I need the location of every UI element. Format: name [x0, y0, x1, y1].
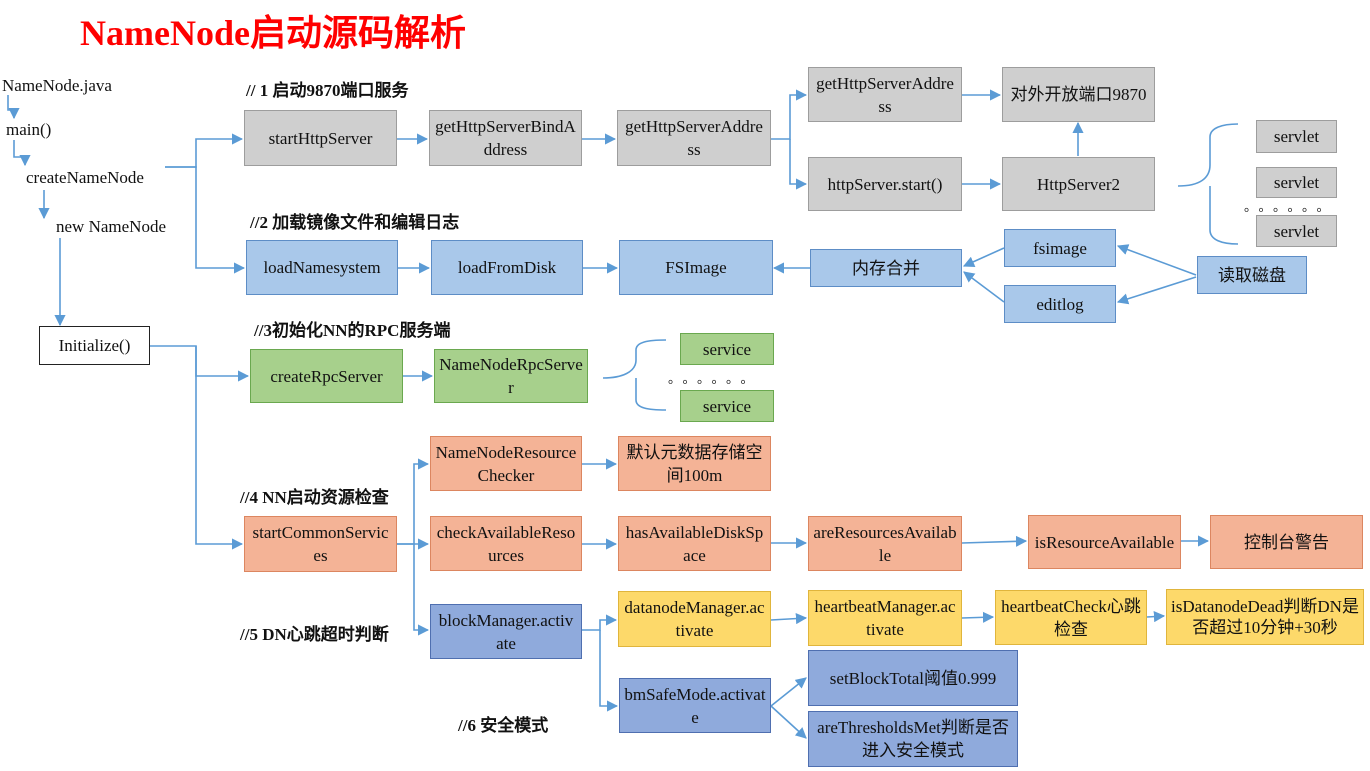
set-block-total-box: setBlockTotal阈值0.999 [808, 650, 1018, 706]
get-http-server-bind-address-box: getHttpServerBindAddress [429, 110, 582, 166]
new-namenode-label: new NameNode [56, 217, 166, 236]
are-resources-available-box: areResourcesAvailable [808, 516, 962, 571]
read-disk-box: 读取磁盘 [1197, 256, 1307, 294]
section-5-heading: //5 DN心跳超时判断 [240, 625, 389, 644]
http-server2-box: HttpServer2 [1002, 157, 1155, 211]
section-3-heading: //3初始化NN的RPC服务端 [254, 321, 451, 340]
initialize-box: Initialize() [39, 326, 150, 365]
load-from-disk-box: loadFromDisk [431, 240, 583, 295]
are-thresholds-met-box: areThresholdsMet判断是否进入安全模式 [808, 711, 1018, 767]
has-available-disk-space-box: hasAvailableDiskSpace [618, 516, 771, 571]
resource-checker-box: NameNodeResourceChecker [430, 436, 582, 491]
service-box-2: service [680, 390, 774, 422]
namenode-java-label: NameNode.java [2, 76, 112, 95]
datanode-manager-activate-box: datanodeManager.activate [618, 591, 771, 647]
load-namesystem-box: loadNamesystem [246, 240, 398, 295]
default-space-box: 默认元数据存储空间100m [618, 436, 771, 491]
heartbeat-manager-activate-box: heartbeatManager.activate [808, 590, 962, 646]
namenode-rpc-server-box: NameNodeRpcServer [434, 349, 588, 403]
service-ellipsis: 。。。。。。 [668, 371, 762, 386]
section-4-heading: //4 NN启动资源检查 [240, 488, 389, 507]
check-available-resources-box: checkAvailableResources [430, 516, 582, 571]
servlet-box-1: servlet [1256, 120, 1337, 153]
create-rpc-server-box: createRpcServer [250, 349, 403, 403]
heartbeat-check-box: heartbeatCheck心跳检查 [995, 590, 1147, 645]
get-http-server-address-upper-box: getHttpServerAddress [808, 67, 962, 122]
servlet-box-2: servlet [1256, 167, 1337, 198]
create-namenode-label: createNameNode [26, 168, 144, 187]
servlet-box-3: servlet [1256, 215, 1337, 247]
http-server-start-box: httpServer.start() [808, 157, 962, 211]
start-http-server-box: startHttpServer [244, 110, 397, 166]
servlet-ellipsis: 。。。。。。 [1244, 199, 1338, 214]
is-resource-available-box: isResourceAvailable [1028, 515, 1181, 569]
page-title: NameNode启动源码解析 [80, 13, 466, 53]
datanode-dead-box: isDatanodeDead判断DN是否超过10分钟+30秒 [1166, 589, 1364, 645]
console-warning-box: 控制台警告 [1210, 515, 1363, 569]
block-manager-activate-box: blockManager.activate [430, 604, 582, 659]
section-1-heading: // 1 启动9870端口服务 [246, 81, 409, 100]
fsimage-file-box: fsimage [1004, 229, 1116, 267]
section-2-heading: //2 加载镜像文件和编辑日志 [250, 213, 460, 232]
get-http-server-address-box: getHttpServerAddress [617, 110, 771, 166]
main-label: main() [6, 120, 52, 139]
start-common-services-box: startCommonServices [244, 516, 397, 572]
editlog-box: editlog [1004, 285, 1116, 323]
section-6-heading: //6 安全模式 [458, 716, 549, 735]
fsimage-box: FSImage [619, 240, 773, 295]
service-box-1: service [680, 333, 774, 365]
memory-merge-box: 内存合并 [810, 249, 962, 287]
open-port-box: 对外开放端口9870 [1002, 67, 1155, 122]
bm-safe-mode-activate-box: bmSafeMode.activate [619, 678, 771, 733]
